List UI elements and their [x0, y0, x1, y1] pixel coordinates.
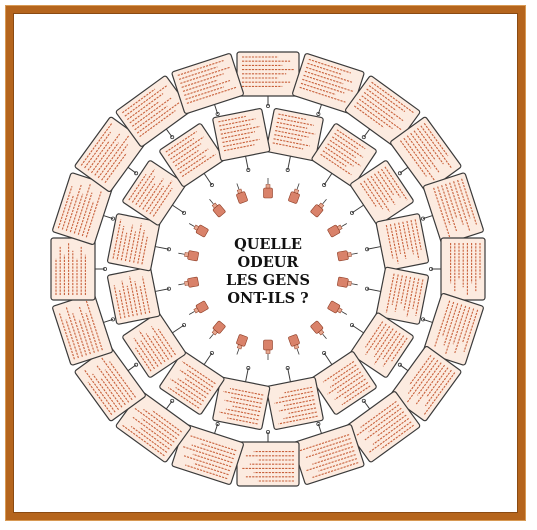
bottle-stem	[237, 183, 239, 189]
card-panel	[423, 172, 484, 245]
perfume-bottle-icon	[310, 320, 330, 341]
card-panel	[171, 53, 244, 114]
bottle-stem	[297, 183, 299, 189]
outer-card	[292, 424, 365, 485]
connector-line	[324, 173, 332, 185]
inner-card	[376, 213, 429, 271]
bottle-body	[187, 251, 198, 262]
connector-line	[288, 368, 291, 382]
bottle-cap	[184, 252, 188, 257]
perfume-bottle-icon	[288, 334, 303, 356]
connector-line	[367, 247, 381, 250]
bottle-cap	[266, 185, 270, 189]
connector-line	[172, 205, 184, 213]
perfume-bottle-icon	[233, 334, 248, 356]
bottle-stem	[210, 334, 214, 339]
bottle-stem	[297, 349, 299, 355]
outer-card	[423, 172, 484, 245]
perfume-bottle-icon	[178, 249, 199, 261]
bottle-stem	[352, 253, 358, 254]
outer-card	[441, 238, 485, 300]
inner-card	[212, 108, 270, 161]
connector-line	[155, 289, 169, 292]
perfume-bottle-icon	[327, 301, 349, 319]
bottle-body	[236, 334, 248, 346]
outer-card	[51, 238, 95, 300]
connector-line	[204, 353, 212, 365]
perfume-bottle-icon	[206, 320, 226, 341]
perfume-bottle-icon	[264, 178, 273, 198]
perfume-bottle-icon	[288, 182, 303, 204]
bottle-body	[337, 277, 348, 288]
perfume-bottle-icon	[178, 277, 199, 289]
card-panel	[52, 293, 113, 366]
bottle-body	[264, 188, 273, 198]
connector-line	[246, 368, 249, 382]
connector-line	[155, 247, 169, 250]
inner-card	[266, 377, 324, 430]
bottle-cap	[266, 350, 270, 354]
perfume-bottle-icon	[233, 182, 248, 204]
bottle-stem	[189, 312, 194, 315]
perfume-bottle-icon	[337, 249, 358, 261]
bottle-stem	[189, 224, 194, 227]
perfume-bottle-icon	[327, 220, 349, 238]
connector-line	[367, 289, 381, 292]
connector-line	[172, 325, 184, 333]
bottle-stem	[210, 199, 214, 204]
bottle-cap	[184, 281, 188, 286]
perfume-bottle-icon	[187, 301, 209, 319]
bottle-stem	[178, 284, 184, 285]
connector-line	[204, 173, 212, 185]
bottle-body	[236, 191, 248, 203]
outer-card	[237, 52, 299, 96]
bottle-stem	[323, 199, 327, 204]
bottle-stem	[342, 312, 347, 315]
perfume-bottle-icon	[206, 196, 226, 217]
connector-line	[246, 156, 249, 170]
title-line: ODEUR	[238, 254, 300, 271]
outer-card	[52, 293, 113, 366]
outer-card	[171, 53, 244, 114]
bottle-body	[264, 340, 273, 350]
connector-line	[352, 205, 364, 213]
bottle-stem	[352, 284, 358, 285]
title-line: QUELLE	[234, 236, 302, 253]
perfume-bottle-icon	[187, 220, 209, 238]
bottle-stem	[178, 253, 184, 254]
bottle-body	[337, 251, 348, 262]
bottle-body	[288, 191, 300, 203]
perfume-bottle-icon	[310, 196, 330, 217]
bottle-body	[187, 277, 198, 288]
bottle-cap	[347, 252, 351, 257]
perfume-bottle-icon	[337, 277, 358, 289]
perfume-bottle-icon	[264, 340, 273, 360]
bottle-body	[288, 334, 300, 346]
bottle-cap	[347, 281, 351, 286]
bottle-stem	[323, 334, 327, 339]
card-panel	[292, 424, 365, 485]
connector-line	[288, 156, 291, 170]
connector-line	[324, 353, 332, 365]
outer-card	[237, 442, 299, 486]
connector-line	[352, 325, 364, 333]
title-line: ONT-ILS ?	[227, 290, 308, 307]
bottle-stem	[342, 224, 347, 227]
center-title: QUELLE ODEUR LES GENS ONT-ILS ?	[226, 236, 310, 307]
title-line: LES GENS	[226, 272, 310, 289]
inner-card	[107, 267, 160, 325]
bottle-stem	[237, 349, 239, 355]
